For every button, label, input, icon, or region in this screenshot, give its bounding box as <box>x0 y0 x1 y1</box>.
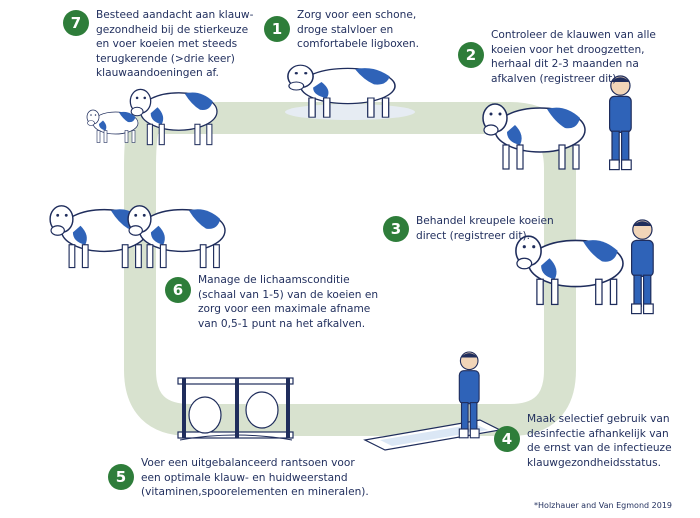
step-5: 5 Voer een uitgebalanceerd rantsoen voor… <box>108 456 369 500</box>
cow-pair-step7 <box>86 88 218 146</box>
step-7-number: 7 <box>63 10 89 36</box>
footbath-farmer-step4 <box>363 351 502 451</box>
step-1-text: Zorg voor een schone, droge stalvloer en… <box>297 9 419 50</box>
step-1: 1 Zorg voor een schone, droge stalvloer … <box>264 8 419 52</box>
lying-cow-step1 <box>285 64 415 120</box>
step-7: 7 Besteed aandacht aan klauw- gezondheid… <box>63 8 253 81</box>
step-1-number: 1 <box>264 16 290 42</box>
step-6-number: 6 <box>165 277 191 303</box>
step-4-text: Maak selectief gebruik van desinfectie a… <box>527 413 672 469</box>
step-2-text: Controleer de klauwen van alle koeien vo… <box>491 29 656 85</box>
step-2-number: 2 <box>458 42 484 68</box>
step-4: 4 Maak selectief gebruik van desinfectie… <box>494 412 672 470</box>
cow-farmer-step2 <box>482 75 632 171</box>
footnote: *Holzhauer and Van Egmond 2019 <box>534 501 672 510</box>
step-3: 3 Behandel kreupele koeien direct (regis… <box>383 214 554 243</box>
step-3-number: 3 <box>383 216 409 242</box>
step-4-number: 4 <box>494 426 520 452</box>
step-3-text: Behandel kreupele koeien direct (registr… <box>416 215 554 242</box>
step-5-number: 5 <box>108 464 134 490</box>
cow-pair-step6 <box>49 205 226 269</box>
step-6: 6 Manage de lichaamsconditie (schaal van… <box>165 273 378 331</box>
step-5-text: Voer een uitgebalanceerd rantsoen voor e… <box>141 457 369 498</box>
step-7-text: Besteed aandacht aan klauw- gezondheid b… <box>96 9 254 79</box>
step-6-text: Manage de lichaamsconditie (schaal van 1… <box>198 274 379 330</box>
feeding-fence-step5 <box>177 377 294 441</box>
step-2: 2 Controleer de klauwen van alle koeien … <box>458 28 656 86</box>
